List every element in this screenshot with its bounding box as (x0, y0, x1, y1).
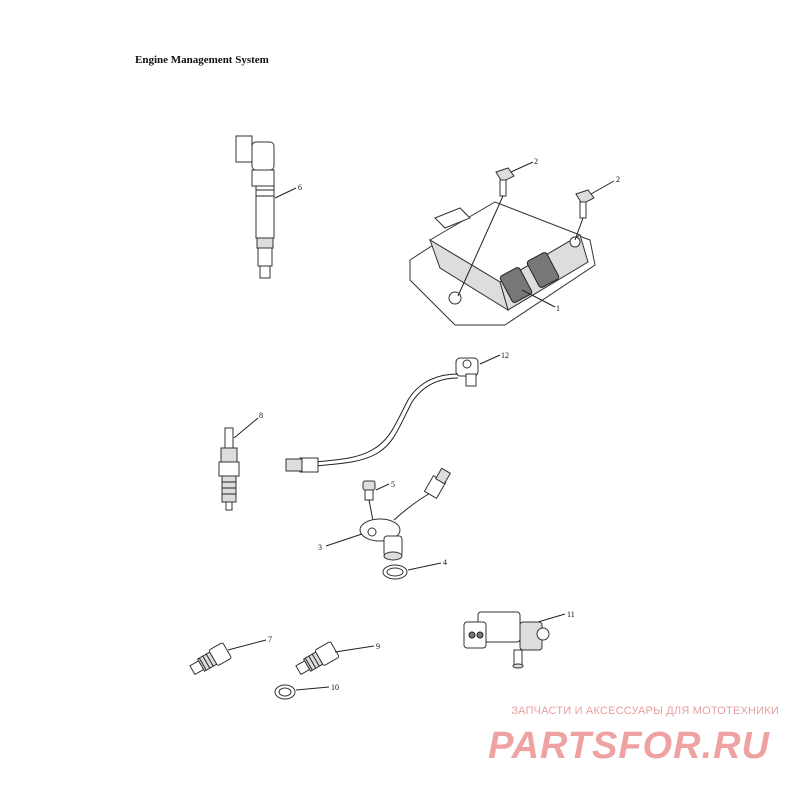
temperature-sensor-a (189, 642, 232, 676)
leader-line-3 (325, 533, 363, 547)
leader-line-7 (227, 639, 267, 651)
leader-line-1 (521, 289, 556, 308)
callout-8: 8 (259, 411, 263, 420)
leader-line-12 (479, 354, 501, 365)
callout-6: 6 (298, 183, 302, 192)
callout-4: 4 (443, 558, 447, 567)
spark-plug (218, 427, 240, 511)
pressure-sensor (463, 611, 550, 669)
wired-sensor-harness (285, 357, 479, 473)
callout-5: 5 (391, 480, 395, 489)
leader-line-11 (537, 613, 566, 623)
watermark-tagline: ЗАПЧАСТИ И АКСЕССУАРЫ ДЛЯ МОТОТЕХНИКИ (511, 705, 779, 717)
leader-line-2a (510, 161, 534, 173)
callout-11: 11 (567, 610, 575, 619)
leader-line-6 (274, 187, 297, 199)
callout-2b: 2 (616, 175, 620, 184)
page-title: Engine Management System (135, 54, 269, 66)
sensor-screw (362, 480, 376, 501)
position-sensor (359, 467, 452, 561)
ecu-bolt-left (495, 167, 515, 197)
temperature-sensor-b (295, 641, 340, 676)
callout-1: 1 (556, 304, 560, 313)
callout-7: 7 (268, 635, 272, 644)
callout-3: 3 (318, 543, 322, 552)
ignition-coil (235, 135, 275, 279)
leader-line-10 (295, 686, 330, 691)
leader-line-8 (233, 417, 259, 439)
callout-10: 10 (331, 683, 339, 692)
bolt-axis-left (457, 195, 504, 297)
leader-line-9 (334, 645, 375, 653)
engine-control-unit (409, 201, 596, 326)
bolt-axis-right (574, 217, 584, 241)
leader-line-4 (407, 562, 442, 571)
callout-9: 9 (376, 642, 380, 651)
leader-line-2b (590, 180, 615, 195)
o-ring-small (274, 684, 296, 700)
watermark-logo-text: PARTSFOR.RU (488, 725, 770, 767)
callout-12: 12 (501, 351, 509, 360)
callout-2a: 2 (534, 157, 538, 166)
o-ring-large (382, 564, 408, 580)
leader-line-5 (375, 483, 390, 491)
watermark-logo: PARTSFOR.RU (488, 725, 770, 767)
